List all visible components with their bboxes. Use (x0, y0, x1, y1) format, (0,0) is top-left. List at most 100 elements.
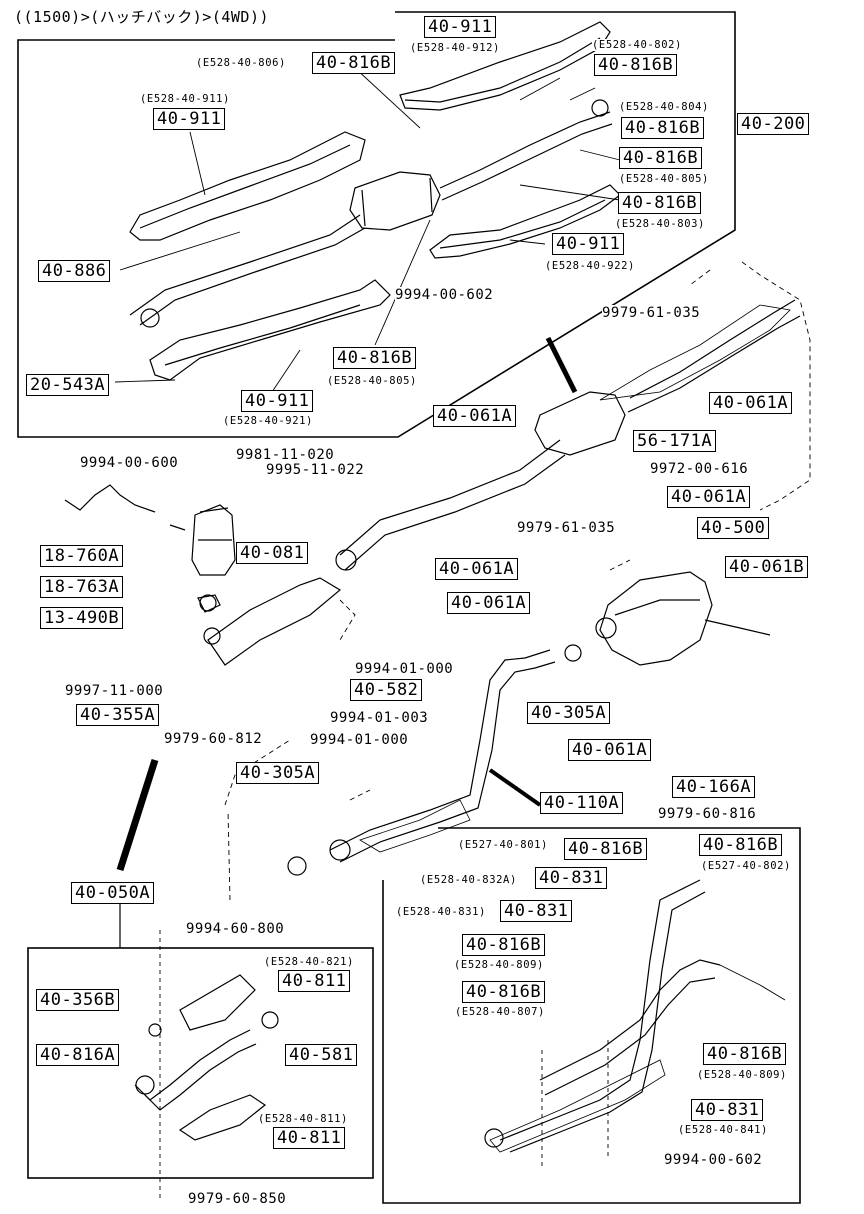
part-label[interactable]: 40-200 (737, 113, 810, 135)
sub-reference: (E528-40-807) (455, 1006, 545, 1018)
part-number[interactable]: 9994-00-602 (664, 1152, 763, 1168)
sub-reference: (E528-40-803) (615, 218, 705, 230)
dashed-link-g (349, 789, 371, 801)
dashed-link-e (339, 599, 356, 641)
part-number[interactable]: 9979-61-035 (602, 305, 701, 321)
part-label[interactable]: 40-816B (594, 54, 678, 76)
pointer-arrow-050 (116, 758, 159, 872)
lower-left-shield-a (179, 974, 256, 1031)
part-label[interactable]: 40-061A (435, 558, 519, 580)
part-number[interactable]: 9979-60-812 (164, 731, 263, 747)
part-label[interactable]: 40-886 (38, 260, 111, 282)
part-label[interactable]: 40-911 (424, 16, 497, 38)
part-label[interactable]: 40-816B (462, 934, 546, 956)
pointer-arrow (545, 336, 578, 394)
sub-reference: (E528-40-811) (258, 1113, 348, 1125)
part-label[interactable]: 40-061A (667, 486, 751, 508)
part-label[interactable]: 40-816B (703, 1043, 787, 1065)
part-label[interactable]: 20-543A (26, 374, 110, 396)
part-label[interactable]: 40-816B (333, 347, 417, 369)
sub-reference: (E528-40-921) (223, 415, 313, 427)
part-label[interactable]: 40-816A (36, 1044, 120, 1066)
part-label[interactable]: 40-831 (535, 867, 608, 889)
part-number[interactable]: 9994-60-800 (186, 921, 285, 937)
part-label[interactable]: 40-811 (278, 970, 351, 992)
upper-front-pipe (129, 214, 361, 316)
part-label[interactable]: 18-760A (40, 545, 124, 567)
part-number[interactable]: 9994-00-600 (80, 455, 179, 471)
center-pipe (329, 649, 551, 851)
part-label[interactable]: 40-050A (71, 882, 155, 904)
part-number[interactable]: 9972-00-616 (650, 461, 749, 477)
part-label[interactable]: 18-763A (40, 576, 124, 598)
sub-reference: (E527-40-802) (701, 860, 791, 872)
sub-reference: (E528-40-821) (264, 956, 354, 968)
flange-13-490 (197, 594, 221, 613)
sub-reference: (E528-40-805) (327, 375, 417, 387)
sub-reference: (E528-40-841) (678, 1124, 768, 1136)
lower-right-shield (489, 1059, 666, 1153)
o2-sensor-harness (64, 484, 156, 513)
part-label[interactable]: 40-061A (709, 392, 793, 414)
main-front-pipe (207, 577, 342, 666)
part-label[interactable]: 40-811 (273, 1127, 346, 1149)
sub-reference: (E527-40-801) (458, 839, 548, 851)
upper-catalyst (349, 171, 441, 231)
part-label[interactable]: 40-081 (236, 542, 309, 564)
part-label[interactable]: 40-581 (285, 1044, 358, 1066)
part-label[interactable]: 40-355A (76, 704, 160, 726)
sub-reference: (E528-40-806) (196, 57, 286, 69)
part-label[interactable]: 40-166A (672, 776, 756, 798)
main-rear-pipe (629, 299, 796, 399)
part-label[interactable]: 40-816B (462, 981, 546, 1003)
part-number[interactable]: 9995-11-022 (266, 462, 365, 478)
sub-reference: (E528-40-922) (545, 260, 635, 272)
part-number[interactable]: 9994-01-003 (330, 710, 429, 726)
part-label[interactable]: 40-061B (725, 556, 809, 578)
part-label[interactable]: 40-816B (619, 147, 703, 169)
part-label[interactable]: 40-911 (552, 233, 625, 255)
part-label[interactable]: 40-500 (697, 517, 770, 539)
part-label[interactable]: 40-816B (699, 834, 783, 856)
part-label[interactable]: 40-831 (500, 900, 573, 922)
sub-reference: (E528-40-831) (396, 906, 486, 918)
part-number[interactable]: 9979-61-035 (517, 520, 616, 536)
center-shield (359, 799, 471, 853)
part-label[interactable]: 40-816B (312, 52, 396, 74)
lower-right-pipe-a (499, 879, 701, 1141)
part-label[interactable]: 40-305A (527, 702, 611, 724)
part-label[interactable]: 40-816B (564, 838, 648, 860)
part-number[interactable]: 9979-60-850 (188, 1191, 287, 1207)
part-number[interactable]: 9994-01-000 (355, 661, 454, 677)
part-label[interactable]: 40-061A (433, 405, 517, 427)
upper-shield-bottom (149, 279, 391, 381)
part-label[interactable]: 40-831 (691, 1099, 764, 1121)
pointer-arrow-110 (488, 768, 542, 807)
part-number[interactable]: 9997-11-000 (65, 683, 164, 699)
main-shield (599, 304, 791, 401)
part-label[interactable]: 56-171A (633, 430, 717, 452)
part-label[interactable]: 13-490B (40, 607, 124, 629)
dashed-link-b (689, 269, 711, 286)
part-number[interactable]: 9994-00-602 (395, 287, 494, 303)
lower-right-pipe-b (539, 959, 721, 1081)
part-label[interactable]: 40-816B (618, 192, 702, 214)
part-label[interactable]: 40-356B (36, 989, 120, 1011)
part-label[interactable]: 40-911 (153, 108, 226, 130)
part-label[interactable]: 40-582 (350, 679, 423, 701)
part-number[interactable]: 9994-01-000 (310, 732, 409, 748)
muffler-tailpipe (704, 619, 771, 636)
part-label[interactable]: 40-911 (241, 390, 314, 412)
part-label[interactable]: 40-061A (447, 592, 531, 614)
part-label[interactable]: 40-305A (236, 762, 320, 784)
sub-reference: (E528-40-832A) (420, 874, 517, 886)
part-label[interactable]: 40-816B (621, 117, 705, 139)
lower-right-group-border (382, 827, 801, 1204)
dashed-link-d (227, 809, 231, 901)
part-number[interactable]: 9979-60-816 (658, 806, 757, 822)
upper-group-border (17, 11, 736, 438)
part-label[interactable]: 40-061A (568, 739, 652, 761)
upper-mid-pipe (439, 111, 611, 189)
part-number[interactable]: 9981-11-020 (236, 447, 335, 463)
part-label[interactable]: 40-110A (540, 792, 624, 814)
